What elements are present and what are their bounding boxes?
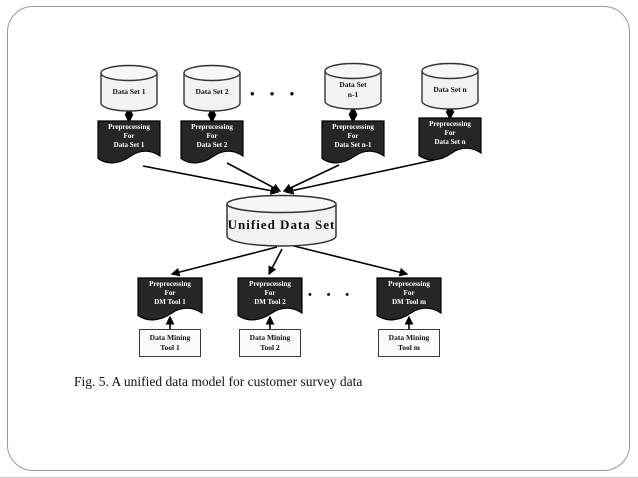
cylinder-icon bbox=[421, 62, 479, 110]
wave-box-shape bbox=[137, 277, 203, 321]
preprocessing-label: Preprocessing For Data Set 1 bbox=[108, 123, 150, 150]
data-mining-tool-1: Data Mining Tool 1 bbox=[139, 329, 201, 357]
cylinder-icon bbox=[226, 194, 337, 247]
preprocessing-dataset-1: Preprocessing For Data Set 1 bbox=[97, 120, 161, 168]
preprocessing-label: Preprocessing For DM Tool 1 bbox=[149, 280, 191, 307]
dataset-label: Data Set n-1 bbox=[339, 79, 367, 99]
preprocessing-dataset-n: Preprocessing For Data Set n bbox=[418, 117, 482, 165]
preprocessing-dataset-2: Preprocessing For Data Set 2 bbox=[180, 120, 244, 168]
preprocessing-label: Preprocessing For DM Tool 2 bbox=[249, 280, 291, 307]
preprocessing-dm-tool-1: Preprocessing For DM Tool 1 bbox=[137, 277, 203, 325]
wave-box-shape bbox=[180, 120, 244, 164]
data-mining-tool-m: Data Mining Tool m bbox=[378, 329, 440, 357]
preprocessing-label: Preprocessing For Data Set n bbox=[429, 120, 471, 147]
preprocessing-dm-tool-m: Preprocessing For DM Tool m bbox=[376, 277, 442, 325]
figure-caption: Fig. 5. A unified data model for custome… bbox=[74, 374, 363, 389]
dataset-cylinder-2: Data Set 2 bbox=[182, 64, 242, 112]
preprocessing-label: Preprocessing For Data Set n-1 bbox=[332, 123, 374, 150]
dataset-label: Data Set 2 bbox=[195, 86, 229, 96]
wave-box-shape bbox=[237, 277, 303, 321]
dataset-label: Data Set 1 bbox=[112, 86, 146, 96]
ellipsis-top: • • • bbox=[250, 86, 301, 101]
ellipsis-bottom: • • • bbox=[308, 289, 356, 301]
wave-box-shape bbox=[97, 120, 161, 164]
cylinder-icon bbox=[324, 62, 382, 110]
cylinder-icon bbox=[100, 64, 158, 112]
slide-frame bbox=[7, 6, 630, 471]
unified-data-set-cylinder: Unified Data Set bbox=[225, 194, 338, 247]
preprocessing-dataset-n1: Preprocessing For Data Set n-1 bbox=[321, 120, 385, 168]
dataset-label: Data Set n bbox=[433, 84, 467, 94]
wave-box-shape bbox=[376, 277, 442, 321]
wave-box-shape bbox=[418, 117, 482, 161]
dataset-cylinder-n: Data Set n bbox=[420, 62, 480, 110]
dataset-cylinder-1: Data Set 1 bbox=[99, 64, 159, 112]
cylinder-icon bbox=[183, 64, 241, 112]
preprocessing-label: Preprocessing For Data Set 2 bbox=[191, 123, 233, 150]
data-mining-tool-2: Data Mining Tool 2 bbox=[239, 329, 301, 357]
preprocessing-label: Preprocessing For DM Tool m bbox=[388, 280, 430, 307]
unified-data-set-label: Unified Data Set bbox=[227, 216, 336, 232]
preprocessing-dm-tool-2: Preprocessing For DM Tool 2 bbox=[237, 277, 303, 325]
dataset-cylinder-n1: Data Set n-1 bbox=[323, 62, 383, 110]
wave-box-shape bbox=[321, 120, 385, 164]
